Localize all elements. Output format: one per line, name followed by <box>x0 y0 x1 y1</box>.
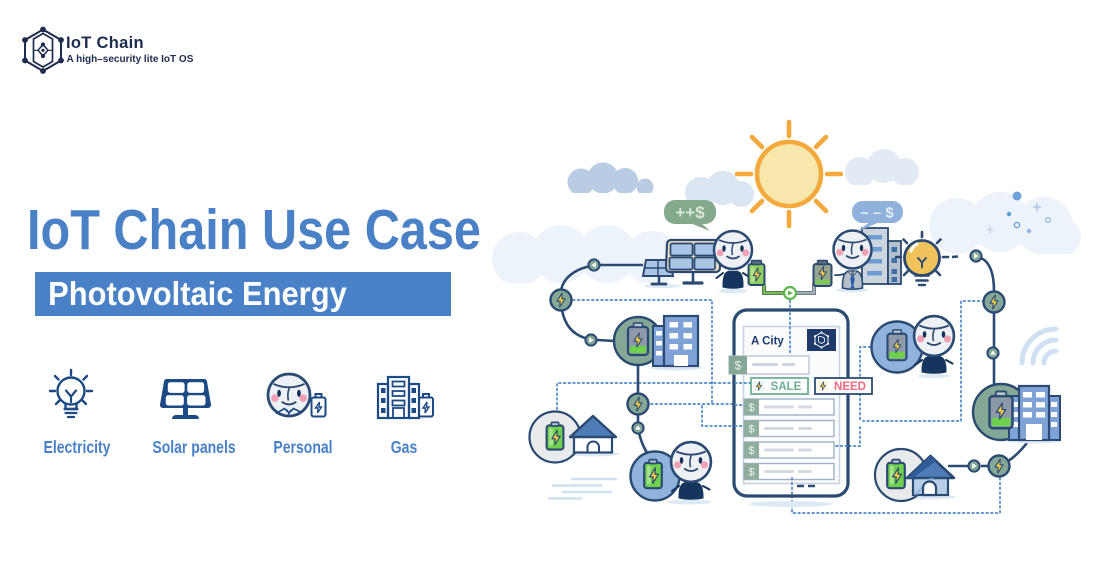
svg-text:NEED: NEED <box>834 381 866 393</box>
svg-text:$: $ <box>748 467 754 479</box>
svg-text:++$: ++$ <box>675 203 705 222</box>
svg-text:$: $ <box>748 445 754 457</box>
svg-text:$: $ <box>748 424 754 436</box>
svg-text:$: $ <box>748 402 754 414</box>
svg-text:A City: A City <box>751 336 784 348</box>
svg-text:SALE: SALE <box>771 381 802 393</box>
svg-text:– – $: – – $ <box>860 205 894 222</box>
svg-text:$: $ <box>735 359 742 373</box>
